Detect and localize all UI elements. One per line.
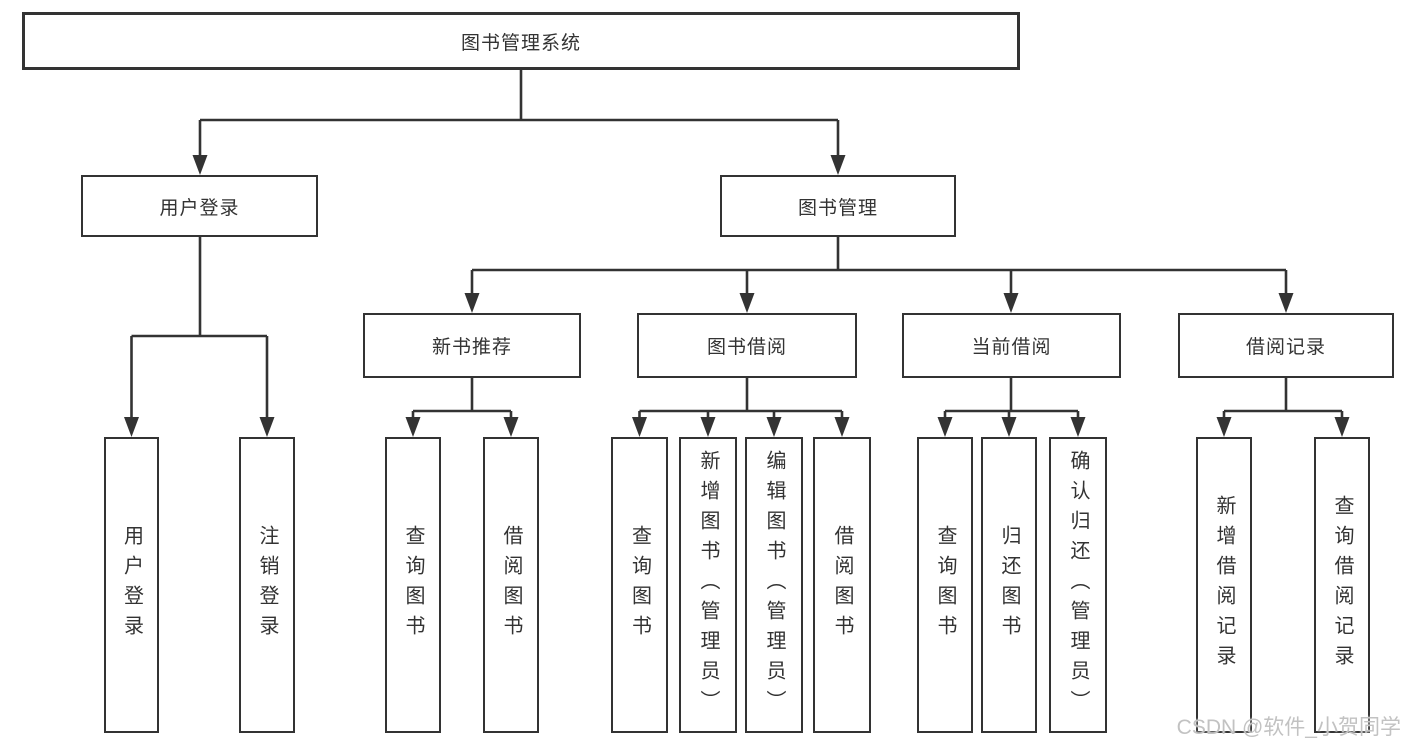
node-current-borrow: 当前借阅: [902, 313, 1121, 378]
node-leaf-confirm-return-admin: 确认归还（管理员）: [1049, 437, 1107, 733]
node-leaf-add-books-admin: 新增图书（管理员）: [679, 437, 737, 733]
node-label: 编辑图书（管理员）: [763, 450, 785, 720]
node-user-login: 用户登录: [81, 175, 318, 237]
node-leaf-edit-books-admin: 编辑图书（管理员）: [745, 437, 803, 733]
node-label: 图书借阅: [706, 337, 787, 358]
node-leaf-borrow-books: 借阅图书: [813, 437, 871, 733]
node-label: 借阅图书: [831, 525, 853, 645]
node-label: 确认归还（管理员）: [1067, 450, 1089, 720]
connector-user-login-to-leaves: [124, 237, 275, 437]
connector-book-management-to-level3: [464, 237, 1294, 313]
node-leaf-logout: 注销登录: [239, 437, 295, 733]
node-leaf-user-login: 用户登录: [104, 437, 159, 733]
node-label: 新书推荐: [431, 337, 512, 358]
connector-book-borrow-to-leaves: [632, 378, 850, 437]
node-borrow-record: 借阅记录: [1178, 313, 1394, 378]
node-label: 用户登录: [120, 525, 143, 645]
node-label: 新增借阅记录: [1213, 495, 1235, 675]
node-leaf-query-books-borrow: 查询图书: [611, 437, 668, 733]
connector-current-borrow-to-leaves: [937, 378, 1086, 437]
node-label: 借阅记录: [1245, 337, 1326, 358]
node-label: 查询图书: [934, 525, 956, 645]
connector-new-book-recommend-to-leaves: [405, 378, 519, 437]
node-library-management-system: 图书管理系统: [22, 12, 1020, 70]
node-label: 借阅图书: [500, 525, 522, 645]
node-leaf-add-borrow-record: 新增借阅记录: [1196, 437, 1252, 733]
node-label: 新增图书（管理员）: [697, 450, 719, 720]
node-leaf-borrow-books-recommend: 借阅图书: [483, 437, 539, 733]
node-label: 查询借阅记录: [1331, 495, 1353, 675]
node-book-management: 图书管理: [720, 175, 956, 237]
node-label: 归还图书: [998, 525, 1020, 645]
node-label: 图书管理系统: [460, 32, 581, 54]
node-leaf-query-books-recommend: 查询图书: [385, 437, 441, 733]
csdn-watermark: CSDN @软件_小贺同学: [1176, 716, 1401, 739]
node-label: 图书管理: [797, 197, 878, 219]
node-book-borrow: 图书借阅: [637, 313, 857, 378]
connector-root-to-level2: [192, 70, 846, 175]
node-leaf-query-borrow-record: 查询借阅记录: [1314, 437, 1370, 733]
node-label: 查询图书: [628, 525, 651, 645]
node-leaf-query-books-current: 查询图书: [917, 437, 973, 733]
node-label: 用户登录: [159, 197, 240, 219]
node-leaf-return-books: 归还图书: [981, 437, 1037, 733]
connector-borrow-record-to-leaves: [1216, 378, 1350, 437]
node-label: 当前借阅: [971, 337, 1052, 358]
node-label: 查询图书: [402, 525, 424, 645]
node-label: 注销登录: [256, 525, 278, 645]
node-new-book-recommend: 新书推荐: [363, 313, 581, 378]
